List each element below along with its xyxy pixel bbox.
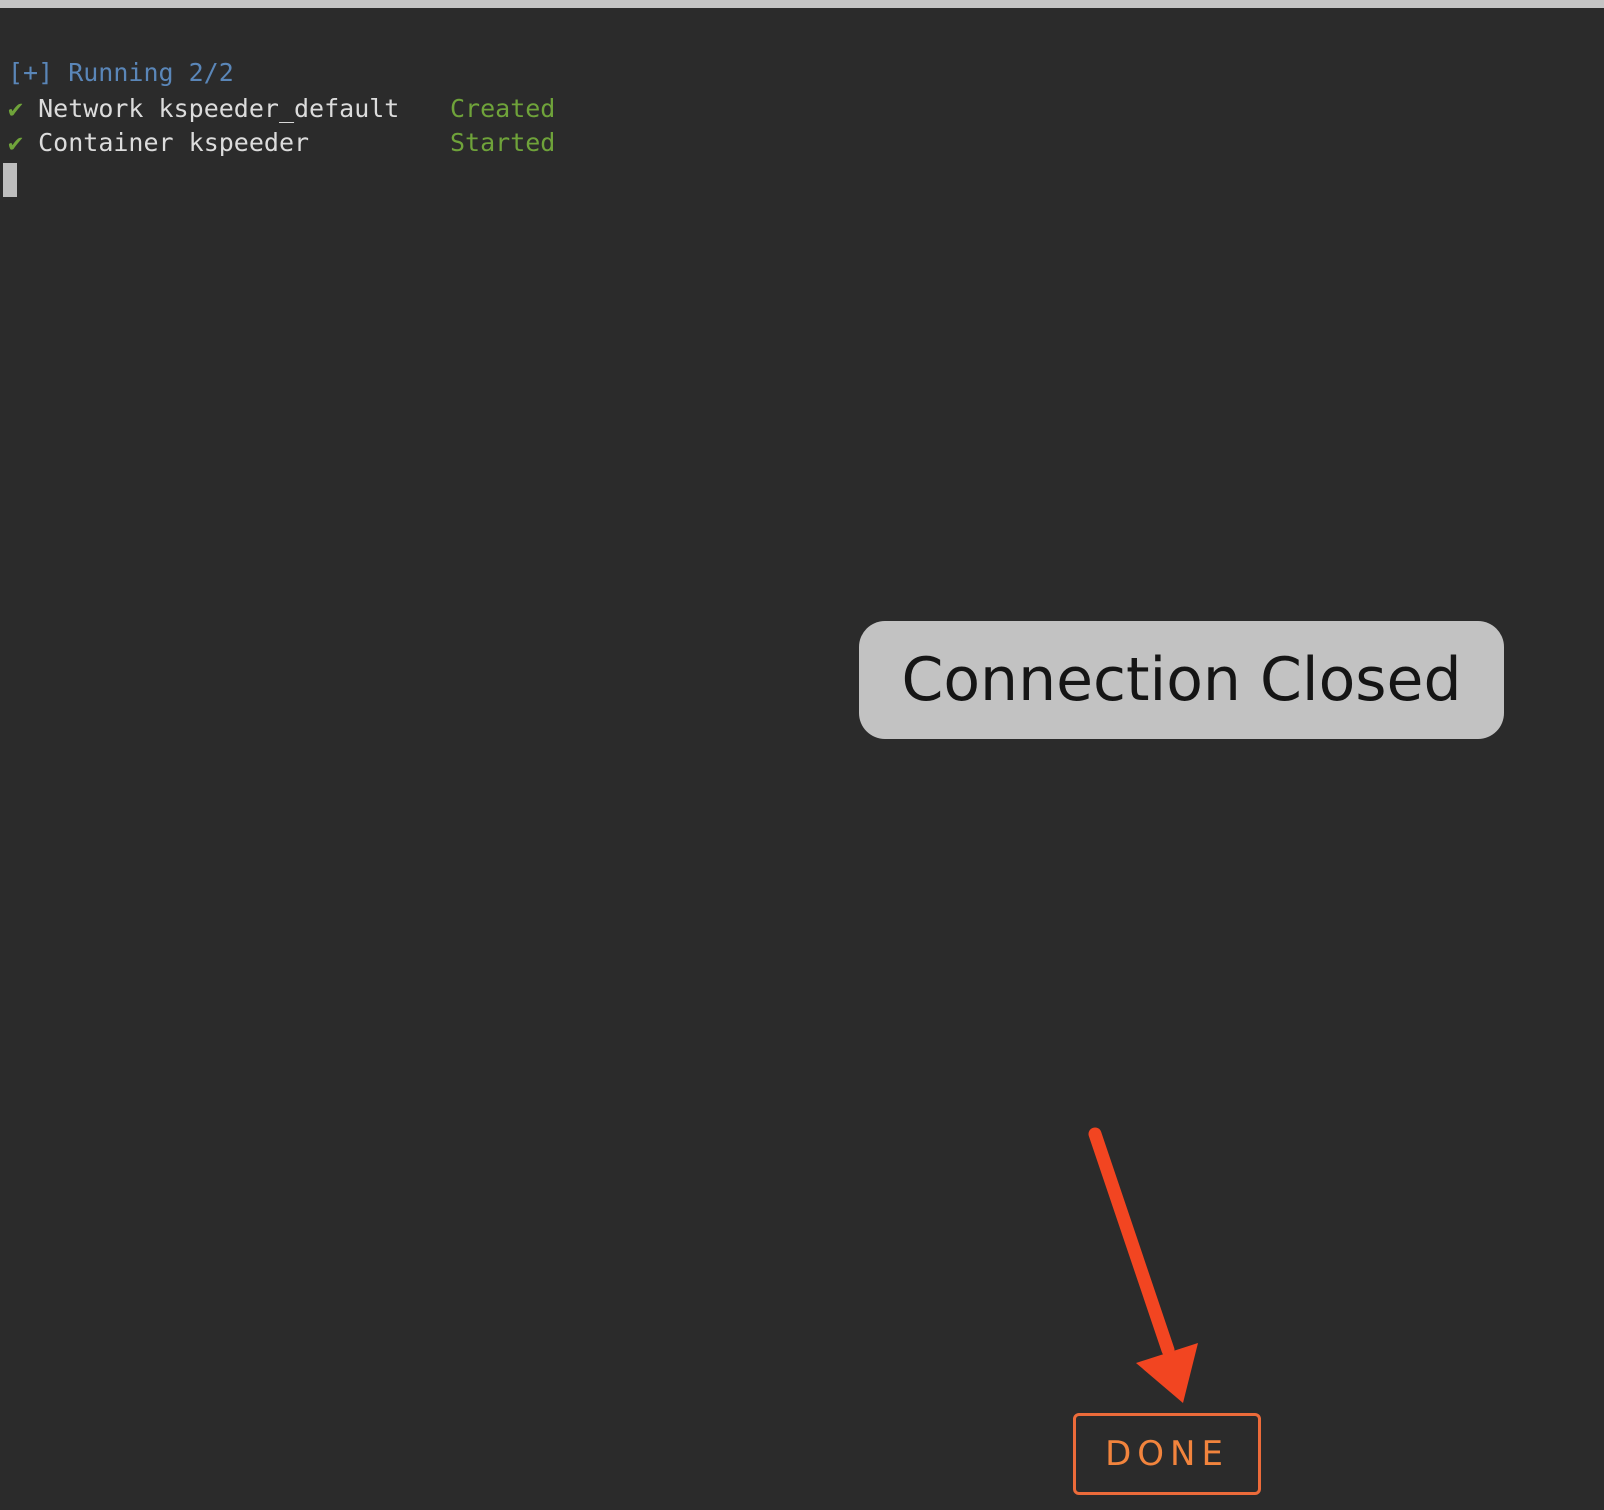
- terminal-line-text: Container kspeeder: [38, 128, 310, 157]
- terminal-line-text: Network kspeeder_default: [38, 94, 400, 123]
- terminal-cursor: [3, 163, 17, 197]
- terminal-line-status: Started: [450, 128, 556, 157]
- check-icon: ✔: [8, 94, 24, 123]
- check-icon: ✔: [8, 128, 24, 157]
- terminal-line: ✔ Container kspeeder: [8, 126, 309, 160]
- connection-closed-toast: Connection Closed: [859, 621, 1504, 739]
- terminal-header: [+] Running 2/2: [8, 58, 234, 87]
- done-button[interactable]: DONE: [1073, 1413, 1261, 1495]
- terminal-line: ✔ Network kspeeder_default: [8, 92, 399, 126]
- window-top-bar: [0, 0, 1604, 8]
- terminal-line-status: Created: [450, 94, 556, 123]
